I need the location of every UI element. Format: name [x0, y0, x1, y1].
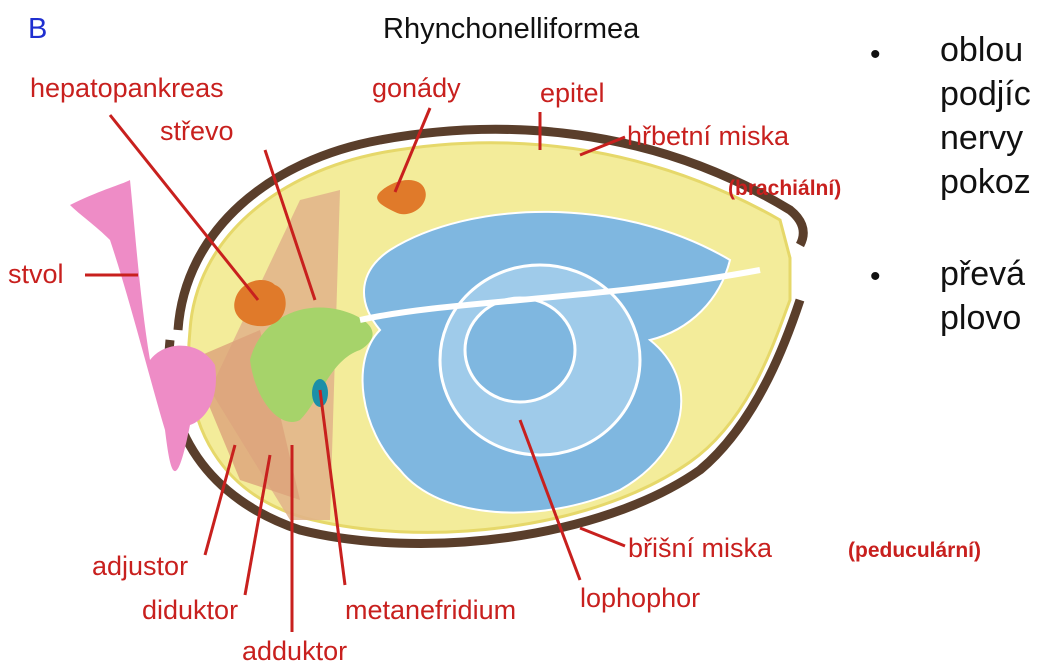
label-lophophor: lophophor — [580, 585, 700, 612]
bullet-2-line-2: plovo — [940, 296, 1025, 340]
label-brisni-miska: břišní miska — [628, 535, 772, 562]
label-hepatopankreas: hepatopankreas — [30, 75, 224, 102]
line-brisni — [580, 528, 625, 546]
bullet-text-1: oblou podjíc nervy pokoz — [940, 28, 1031, 204]
bullet-dot-2: • — [870, 262, 881, 292]
bullet-text-2: převá plovo — [940, 252, 1025, 340]
label-metanefridium: metanefridium — [345, 597, 516, 624]
label-stvol: stvol — [8, 261, 64, 288]
label-epitel: epitel — [540, 80, 605, 107]
label-pedicularni: (peduculární) — [848, 540, 981, 561]
label-strevo: střevo — [160, 118, 234, 145]
label-adjustor: adjustor — [92, 553, 188, 580]
bullet-1-line-3: nervy — [940, 116, 1031, 160]
bullet-1-line-4: pokoz — [940, 160, 1031, 204]
label-gonady: gonády — [372, 75, 461, 102]
bullet-dot-1: • — [870, 40, 881, 70]
diagram-title: Rhynchonelliformea — [383, 15, 639, 44]
bullet-1-line-1: oblou — [940, 28, 1031, 72]
label-adduktor: adduktor — [242, 638, 347, 665]
label-brachialni: (brachiální) — [728, 178, 841, 199]
label-diduktor: diduktor — [142, 597, 238, 624]
panel-letter: B — [28, 15, 47, 44]
label-hrbetni-miska: hřbetní miska — [627, 123, 789, 150]
lophophore-inner-coil — [465, 298, 575, 402]
bullet-1-line-2: podjíc — [940, 72, 1031, 116]
bullet-2-line-1: převá — [940, 252, 1025, 296]
